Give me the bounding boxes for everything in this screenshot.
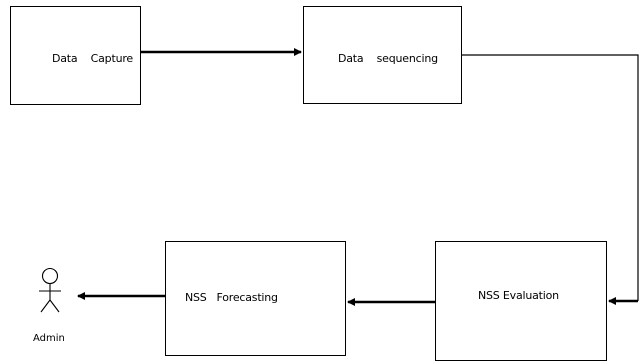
node-data-capture-label: Data Capture — [52, 52, 133, 65]
node-data-sequencing-label: Data sequencing — [338, 52, 438, 65]
node-nss-forecasting: NSS Forecasting — [165, 241, 346, 356]
node-data-capture: Data Capture — [10, 6, 141, 105]
node-nss-evaluation-label: NSS Evaluation — [478, 289, 559, 302]
node-nss-evaluation: NSS Evaluation — [435, 241, 607, 361]
node-nss-forecasting-label: NSS Forecasting — [185, 291, 278, 304]
node-data-sequencing: Data sequencing — [303, 6, 462, 104]
admin-actor-label: Admin — [33, 333, 65, 344]
connector-sequencing-to-evaluation — [462, 54, 639, 301]
admin-actor-icon — [39, 267, 61, 313]
